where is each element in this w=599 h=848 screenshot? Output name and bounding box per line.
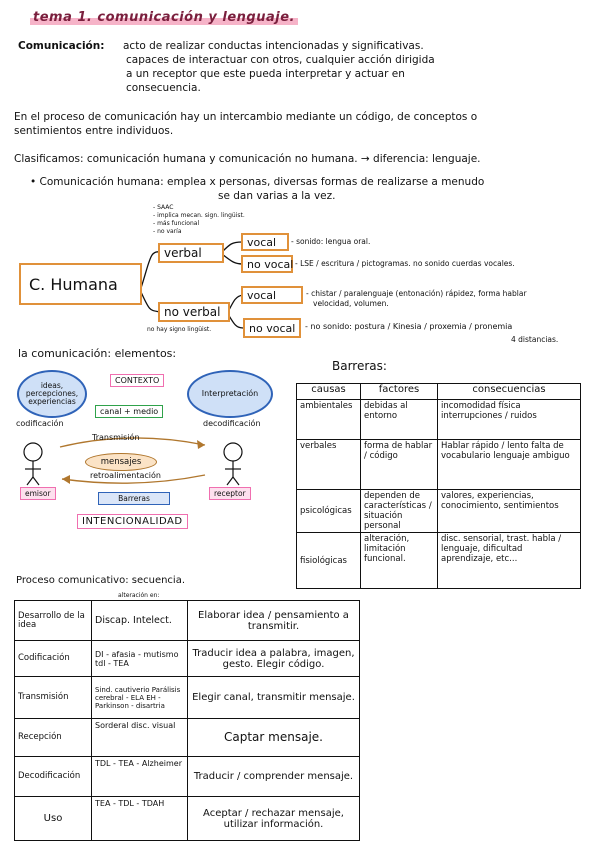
table-row: Uso TEA - TDL - TDAH Aceptar / rechazar …	[14, 796, 360, 841]
barrier-cause: fisiológicas	[296, 532, 361, 589]
barriers-table: causas factores consecuencias ambientale…	[296, 383, 581, 589]
table-row: Desarrollo de la idea Discap. Intelect. …	[14, 600, 360, 641]
barriers-header-causes: causas	[296, 383, 361, 400]
barrier-consequence: Hablar rápido / lento falta de vocabular…	[437, 439, 581, 490]
definition-line-1: acto de realizar conductas intencionadas…	[123, 40, 424, 52]
node-verbal: verbal	[158, 243, 224, 263]
process-text-2: sentimientos entre individuos.	[14, 125, 174, 137]
barrier-cause: verbales	[296, 439, 361, 490]
feedback-label: retroalimentación	[90, 471, 161, 480]
verbal-note-4: - no varía	[153, 228, 182, 235]
barrier-factor: alteración, limitación funcional.	[360, 532, 438, 589]
process-stage: Recepción	[14, 718, 92, 757]
node-c-humana: C. Humana	[19, 263, 142, 305]
leaf-vocal-noverbal-desc-1: - chistar / paralenguaje (entonación) rá…	[306, 289, 527, 298]
ideas-bubble: ideas, percepciones, experiencias	[17, 370, 87, 418]
table-row: Codificación DI - afasia - mutismo tdl -…	[14, 640, 360, 677]
definition-line-2: capaces de interactuar con otros, cualqu…	[126, 54, 435, 66]
process-alteration: TDL - TEA - Alzheimer	[91, 756, 188, 797]
table-row: Recepción Sorderal disc. visual Captar m…	[14, 718, 360, 757]
process-alteration: Discap. Intelect.	[91, 600, 188, 641]
table-row: verbales forma de hablar / código Hablar…	[296, 439, 581, 490]
leaf-no-vocal-noverbal-desc-2: 4 distancias.	[511, 335, 559, 344]
definition-line-4: consecuencia.	[126, 82, 201, 94]
process-stage: Codificación	[14, 640, 92, 677]
process-alteration: TEA - TDL - TDAH	[91, 796, 188, 841]
leaf-vocal-verbal: vocal	[241, 233, 289, 251]
no-verbal-note: no hay signo lingüist.	[147, 326, 212, 333]
table-row: psicológicas dependen de características…	[296, 489, 581, 533]
barrier-consequence: valores, experiencias, conocimiento, sen…	[437, 489, 581, 533]
process-action: Aceptar / rechazar mensaje, utilizar inf…	[187, 796, 360, 841]
process-table: Desarrollo de la idea Discap. Intelect. …	[14, 600, 360, 841]
process-stage: Transmisión	[14, 676, 92, 719]
table-row: fisiológicas alteración, limitación func…	[296, 532, 581, 589]
process-action: Traducir idea a palabra, imagen, gesto. …	[187, 640, 360, 677]
messages-ellipse: mensajes	[85, 453, 157, 471]
context-tag: CONTEXTO	[110, 374, 165, 387]
barriers-header-consequences: consecuencias	[437, 383, 581, 400]
barrier-consequence: incomodidad física interrupciones / ruid…	[437, 399, 581, 440]
process-alteration: Sorderal disc. visual	[91, 718, 188, 757]
verbal-note-1: - SAAC	[153, 204, 174, 211]
emitter-tag: emisor	[20, 487, 56, 500]
barrier-cause: ambientales	[296, 399, 361, 440]
process-stage: Desarrollo de la idea	[14, 600, 92, 641]
barrier-factor: debidas al entorno	[360, 399, 438, 440]
channel-tag: canal + medio	[95, 405, 164, 418]
process-text-1: En el proceso de comunicación hay un int…	[14, 111, 478, 123]
barriers-heading: Barreras:	[332, 359, 387, 373]
barriers-header-factors: factores	[360, 383, 438, 400]
definition-line-3: a un receptor que este pueda interpretar…	[126, 68, 405, 80]
codification-label: codificación	[16, 419, 64, 428]
process-alteration: Sind. cautiverio Parálisis cerebral - EL…	[91, 676, 188, 719]
table-row: Decodificación TDL - TEA - Alzheimer Tra…	[14, 756, 360, 797]
leaf-no-vocal-verbal-desc: - LSE / escritura / pictogramas. no soni…	[295, 259, 515, 268]
node-no-verbal: no verbal	[158, 302, 230, 322]
process-stage: Uso	[14, 796, 92, 841]
process-stage: Decodificación	[14, 756, 92, 797]
process-heading: Proceso comunicativo: secuencia.	[16, 575, 186, 586]
table-row: ambientales debidas al entorno incomodid…	[296, 399, 581, 440]
process-action: Elegir canal, transmitir mensaje.	[187, 676, 360, 719]
decodification-label: decodificación	[203, 419, 261, 428]
classification-line: Clasificamos: comunicación humana y comu…	[14, 153, 481, 165]
page-title: tema 1. comunicación y lenguaje.	[30, 10, 298, 25]
leaf-no-vocal-verbal: no vocal	[241, 255, 293, 273]
verbal-note-3: - más funcional	[153, 220, 200, 227]
barrier-cause: psicológicas	[296, 489, 361, 533]
verbal-note-2: - implica mecan. sign. lingüist.	[153, 212, 245, 219]
leaf-vocal-noverbal: vocal	[241, 286, 303, 304]
leaf-vocal-noverbal-desc-2: velocidad, volumen.	[313, 299, 389, 308]
barrier-consequence: disc. sensorial, trast. habla / lenguaje…	[437, 532, 581, 589]
interpretation-bubble: Interpretación	[187, 370, 273, 418]
process-action: Captar mensaje.	[187, 718, 360, 757]
process-action: Elaborar idea / pensamiento a transmitir…	[187, 600, 360, 641]
elements-arrows	[23, 437, 243, 486]
receptor-tag: receptor	[209, 487, 251, 500]
elements-heading: la comunicación: elementos:	[18, 347, 177, 360]
table-row: Transmisión Sind. cautiverio Parálisis c…	[14, 676, 360, 719]
barriers-tag: Barreras	[98, 492, 170, 505]
classification-bullet-1: • Comunicación humana: emplea x personas…	[30, 176, 485, 188]
definition-label: Comunicación:	[18, 40, 105, 52]
intentionality-tag: INTENCIONALIDAD	[77, 514, 188, 529]
process-col2-header: alteración en:	[118, 592, 160, 599]
leaf-vocal-verbal-desc: - sonido: lengua oral.	[291, 237, 371, 246]
process-action: Traducir / comprender mensaje.	[187, 756, 360, 797]
barrier-factor: forma de hablar / código	[360, 439, 438, 490]
process-alteration: DI - afasia - mutismo tdl - TEA	[91, 640, 188, 677]
leaf-no-vocal-noverbal-desc-1: - no sonido: postura / Kinesia / proxemi…	[305, 322, 513, 331]
leaf-no-vocal-noverbal: no vocal	[243, 318, 301, 338]
classification-bullet-2: se dan varias a la vez.	[218, 190, 336, 202]
transmission-label: Transmisión	[92, 433, 140, 442]
barrier-factor: dependen de características / situación …	[360, 489, 438, 533]
